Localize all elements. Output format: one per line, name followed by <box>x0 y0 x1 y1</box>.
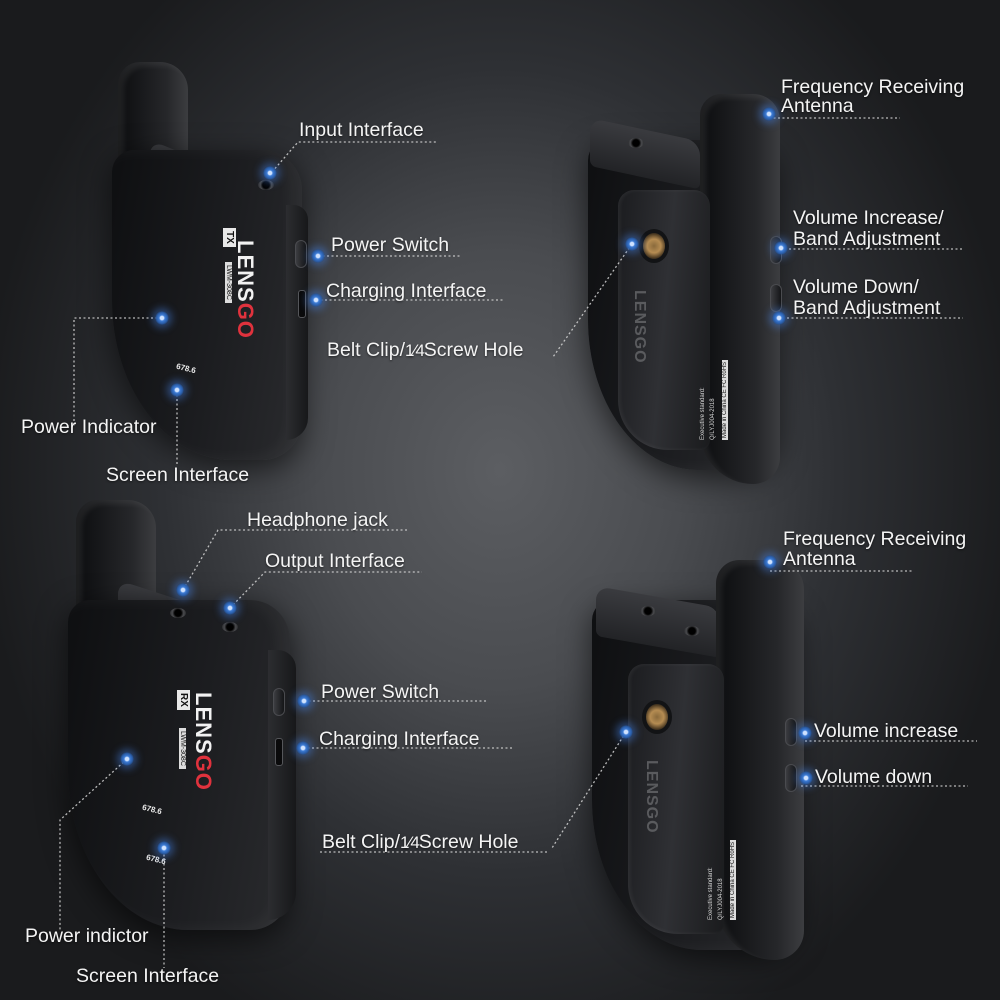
label-tx-antenna-line1: Frequency Receiving <box>781 76 965 98</box>
tx-charging-port <box>298 290 306 318</box>
label-rx-headphone-jack: Headphone jack <box>247 509 388 531</box>
tx-cert-badge: Made in China CE FC RoHS <box>722 359 728 440</box>
tx-belt-clip <box>618 190 710 450</box>
label-tx-charging-interface: Charging Interface <box>326 280 487 302</box>
marker-rx-belt-clip[interactable] <box>619 725 633 739</box>
rx-back-jack-1 <box>640 606 656 616</box>
label-rx-charging-interface: Charging Interface <box>319 728 480 750</box>
rx-charging-port <box>275 738 283 766</box>
rx-screw-hole <box>646 704 668 730</box>
rx-belt-clip <box>628 664 724 934</box>
rx-output-jack <box>222 622 238 632</box>
rx-back-jack-2 <box>684 626 700 636</box>
tx-cert-code: Q/LYJ004-2018 <box>710 398 716 440</box>
rx-power-switch[interactable] <box>273 688 285 716</box>
tx-power-switch[interactable] <box>295 240 307 268</box>
marker-rx-headphone-jack[interactable] <box>176 583 190 597</box>
tx-brand-logo: LENSGO <box>233 240 258 339</box>
marker-rx-volume-down[interactable] <box>799 771 813 785</box>
tx-screw-hole <box>643 233 665 259</box>
marker-tx-power-indicator[interactable] <box>155 311 169 325</box>
marker-tx-power-switch[interactable] <box>311 249 325 263</box>
label-tx-antenna-line2: Antenna <box>781 95 854 117</box>
label-tx-power-indicator: Power Indicator <box>21 416 157 438</box>
label-tx-input-interface: Input Interface <box>299 119 424 141</box>
rx-headphone-jack <box>170 608 186 618</box>
label-tx-volume-down-line1: Volume Down/ <box>793 276 919 298</box>
rx-model: LWM-308C <box>179 728 186 769</box>
tx-model: LWM-308C <box>225 262 232 303</box>
marker-tx-volume-up[interactable] <box>774 241 788 255</box>
tx-input-jack <box>258 180 274 190</box>
label-tx-volume-down-line2: Band Adjustment <box>793 297 941 319</box>
marker-tx-belt-clip[interactable] <box>625 237 639 251</box>
marker-tx-volume-down[interactable] <box>772 311 786 325</box>
tx-back-antenna-rail <box>700 94 780 484</box>
label-rx-power-indicator: Power indictor <box>25 925 149 947</box>
label-rx-belt-clip: Belt Clip/1⁄4Screw Hole <box>322 831 519 853</box>
rx-volume-down-button[interactable] <box>785 764 797 792</box>
label-tx-volume-up-line2: Band Adjustment <box>793 228 941 250</box>
label-rx-volume-up: Volume increase <box>814 720 959 742</box>
label-tx-power-switch: Power Switch <box>331 234 450 256</box>
rx-clip-engraving: LENSGO <box>643 760 660 834</box>
marker-rx-volume-up[interactable] <box>798 726 812 740</box>
marker-rx-output-interface[interactable] <box>223 601 237 615</box>
label-tx-screen-interface: Screen Interface <box>106 464 250 486</box>
rx-cert-code: Q/LYJ004-2018 <box>718 878 724 920</box>
tx-clip-engraving: LENSGO <box>631 290 648 364</box>
marker-tx-charging-interface[interactable] <box>309 293 323 307</box>
marker-tx-screen-interface[interactable] <box>170 383 184 397</box>
marker-rx-power-indicator[interactable] <box>120 752 134 766</box>
label-rx-screen-interface: Screen Interface <box>76 965 220 987</box>
label-rx-volume-down: Volume down <box>815 766 933 788</box>
rx-badge: RX <box>177 690 190 710</box>
marker-rx-antenna[interactable] <box>763 555 777 569</box>
rx-brand-logo: LENSGO <box>191 692 216 791</box>
tx-volume-down-button[interactable] <box>770 284 782 312</box>
label-rx-antenna-line1: Frequency Receiving <box>783 528 967 550</box>
tx-cert-text: Executive standard: <box>700 387 706 440</box>
marker-rx-screen-interface[interactable] <box>157 841 171 855</box>
label-tx-belt-clip: Belt Clip/1⁄4Screw Hole <box>327 339 524 361</box>
label-rx-output-interface: Output Interface <box>265 550 405 572</box>
label-rx-power-switch: Power Switch <box>321 681 440 703</box>
marker-rx-power-switch[interactable] <box>297 694 311 708</box>
tx-body <box>112 150 302 460</box>
rx-cert-text: Executive standard: <box>708 867 714 920</box>
marker-tx-input-interface[interactable] <box>263 166 277 180</box>
tx-back-jack <box>628 138 644 148</box>
rx-cert-badge: Made in China CE FC RoHS <box>730 839 736 920</box>
rx-volume-up-button[interactable] <box>785 718 797 746</box>
label-tx-volume-up-line1: Volume Increase/ <box>793 207 944 229</box>
label-rx-antenna-line2: Antenna <box>783 548 856 570</box>
marker-rx-charging-interface[interactable] <box>296 741 310 755</box>
marker-tx-antenna[interactable] <box>762 107 776 121</box>
